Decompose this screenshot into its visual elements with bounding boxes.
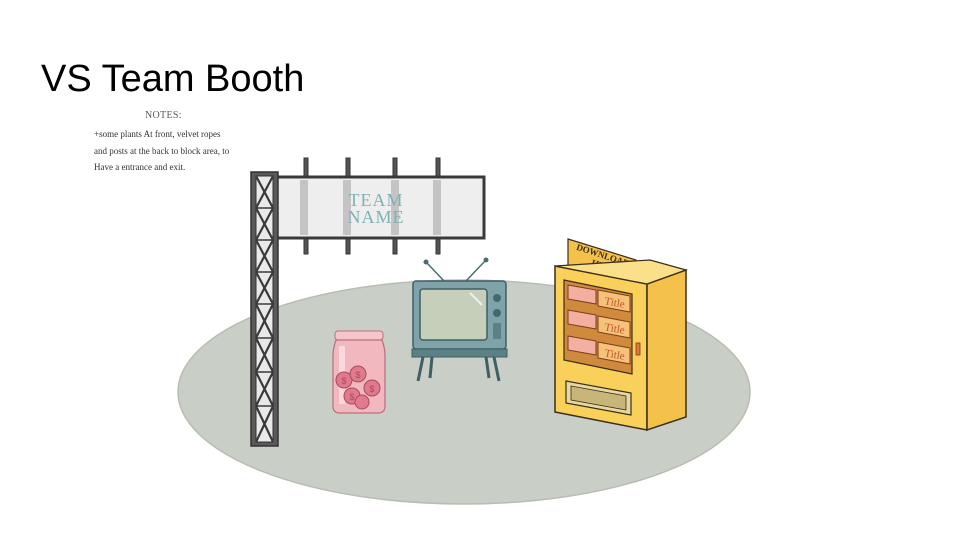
svg-text:$: $: [341, 376, 346, 386]
tv-icon: [411, 257, 508, 382]
vending-slot: Title: [567, 284, 631, 313]
svg-text:$: $: [355, 370, 360, 380]
svg-text:$: $: [349, 392, 354, 402]
vending-slot: Title: [567, 335, 631, 365]
vending-slot: Title: [567, 309, 631, 339]
slide-title: VS Team Booth: [41, 58, 305, 100]
vending-machine-icon: DOWNLOAD HERE Title Title Title: [554, 238, 688, 432]
truss-sign-icon: TEAM NAME: [270, 175, 486, 240]
banner-line1: TEAM: [349, 190, 404, 210]
vending-slot-title-1: Title: [603, 295, 625, 310]
banner-line2: NAME: [348, 207, 405, 227]
svg-text:$: $: [369, 384, 374, 394]
vending-slot-title-2: Title: [603, 321, 625, 336]
coin-jar-icon: $ $ $ $: [332, 330, 386, 414]
notes-heading: NOTES:: [145, 110, 182, 121]
truss-tower: [250, 171, 279, 447]
notes-body: +some plants At front, velvet ropes and …: [94, 129, 230, 172]
vending-slot-title-3: Title: [603, 347, 625, 362]
